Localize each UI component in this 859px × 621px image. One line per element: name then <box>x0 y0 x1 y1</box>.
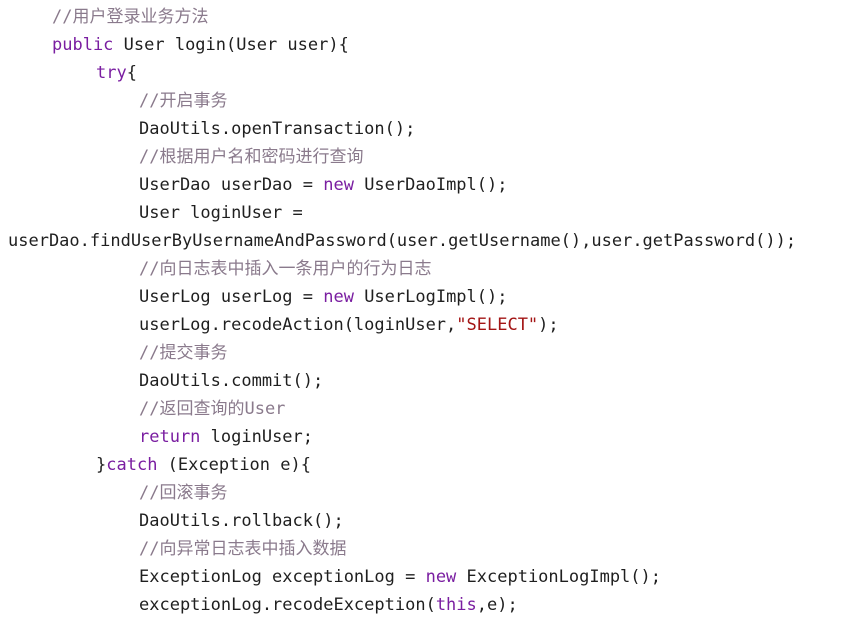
code-line: DaoUtils.openTransaction(); <box>139 115 415 143</box>
code-token-plain: loginUser; <box>200 427 314 447</box>
code-token-plain: (Exception e){ <box>157 455 311 475</box>
code-token-string: "SELECT" <box>456 315 539 335</box>
code-token-plain: } <box>96 455 107 475</box>
code-token-plain: { <box>126 63 137 83</box>
code-line: DaoUtils.rollback(); <box>139 507 344 535</box>
code-token-plain: UserDaoImpl(); <box>353 175 508 195</box>
code-token-plain: UserLog userLog = <box>139 287 324 307</box>
code-token-plain: UserLogImpl(); <box>353 287 508 307</box>
code-token-keyword: catch <box>106 455 158 475</box>
code-token-comment: //返回查询的User <box>139 399 286 419</box>
code-token-keyword: new <box>323 175 354 195</box>
code-token-plain: userDao.findUserByUsernameAndPassword(us… <box>8 231 797 251</box>
code-token-comment: //提交事务 <box>139 343 228 363</box>
code-line: //提交事务 <box>139 339 227 367</box>
code-line: userDao.findUserByUsernameAndPassword(us… <box>8 227 796 255</box>
code-token-plain: ExceptionLogImpl(); <box>456 567 661 587</box>
code-line: User loginUser = <box>139 199 303 227</box>
code-line: //用户登录业务方法 <box>52 3 208 31</box>
code-line: //开启事务 <box>139 87 227 115</box>
code-token-plain: DaoUtils.rollback(); <box>139 511 344 531</box>
code-token-plain: DaoUtils.openTransaction(); <box>139 119 416 139</box>
code-line: try{ <box>96 59 137 87</box>
code-line: UserLog userLog = new UserLogImpl(); <box>139 283 507 311</box>
code-token-comment: //开启事务 <box>139 91 228 111</box>
code-token-keyword: public <box>52 35 114 55</box>
code-line: return loginUser; <box>139 423 313 451</box>
code-token-keyword: new <box>323 287 354 307</box>
code-token-plain: exceptionLog.recodeException( <box>139 595 436 615</box>
code-line: }catch (Exception e){ <box>96 451 311 479</box>
code-token-keyword: return <box>139 427 201 447</box>
code-token-plain: User loginUser = <box>139 203 303 223</box>
code-token-comment: //根据用户名和密码进行查询 <box>139 147 364 167</box>
code-line: //返回查询的User <box>139 395 285 423</box>
code-line: ExceptionLog exceptionLog = new Exceptio… <box>139 563 661 591</box>
code-line: //向异常日志表中插入数据 <box>139 535 346 563</box>
code-token-keyword: new <box>425 567 457 587</box>
code-line: UserDao userDao = new UserDaoImpl(); <box>139 171 507 199</box>
code-token-comment: //用户登录业务方法 <box>52 7 209 27</box>
code-token-plain: DaoUtils.commit(); <box>139 371 324 391</box>
code-token-keyword: this <box>435 595 477 615</box>
code-token-keyword: try <box>96 63 127 83</box>
code-token-plain: ); <box>538 315 559 335</box>
code-line: userLog.recodeAction(loginUser,"SELECT")… <box>139 311 559 339</box>
code-token-plain: userLog.recodeAction(loginUser, <box>139 315 457 335</box>
code-line: //回滚事务 <box>139 479 227 507</box>
code-line: exceptionLog.recodeException(this,e); <box>139 591 518 619</box>
code-token-comment: //回滚事务 <box>139 483 228 503</box>
code-token-plain: UserDao userDao = <box>139 175 324 195</box>
code-line: DaoUtils.commit(); <box>139 367 323 395</box>
code-token-plain: ExceptionLog exceptionLog = <box>139 567 426 587</box>
code-line: public User login(User user){ <box>52 31 349 59</box>
code-line: //向日志表中插入一条用户的行为日志 <box>139 255 431 283</box>
code-token-comment: //向异常日志表中插入数据 <box>139 539 347 559</box>
code-token-comment: //向日志表中插入一条用户的行为日志 <box>139 259 432 279</box>
code-token-plain: ,e); <box>476 595 518 615</box>
code-line: //根据用户名和密码进行查询 <box>139 143 363 171</box>
code-token-plain: User login(User user){ <box>113 35 349 55</box>
